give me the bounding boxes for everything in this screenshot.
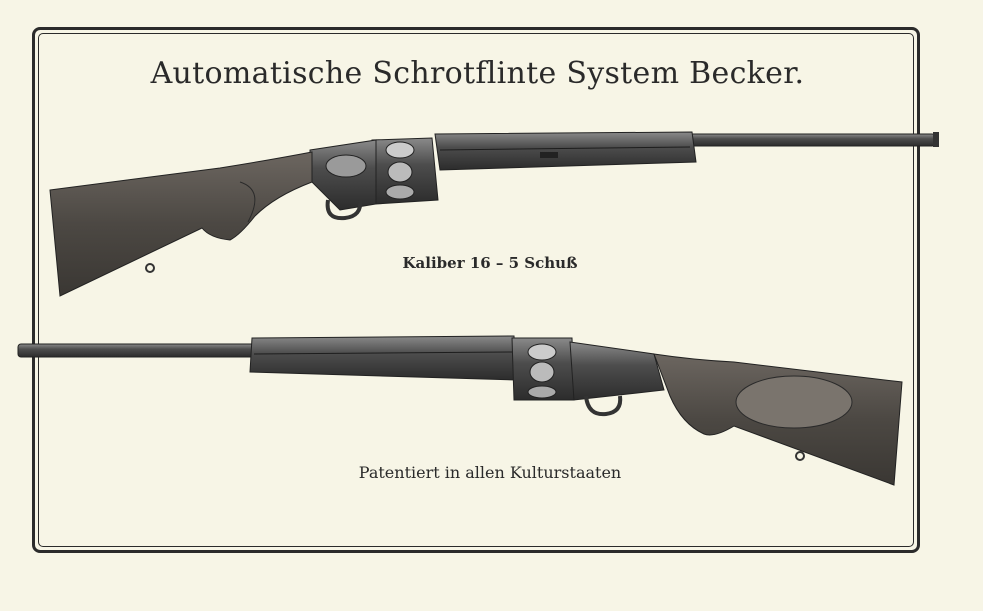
action-frame (569, 341, 665, 401)
forend (249, 335, 517, 381)
buttstock (49, 151, 313, 297)
caliber-caption: Kaliber 16 – 5 Schuß (402, 254, 578, 272)
decorative-border-outer (32, 27, 920, 553)
patent-caption: Patentiert in allen Kulturstaaten (358, 463, 622, 482)
barrel (689, 133, 936, 147)
decorative-border-inner (38, 33, 914, 547)
cheek-piece (735, 375, 853, 429)
forend (434, 131, 697, 171)
trigger-guard (584, 395, 623, 417)
shotgun-illustration-left (17, 335, 903, 486)
trigger-guard (325, 199, 363, 221)
page-title: Automatische Schrotflinte System Becker. (150, 56, 805, 91)
shotgun-illustration-right (49, 131, 939, 297)
barrel (17, 343, 259, 358)
